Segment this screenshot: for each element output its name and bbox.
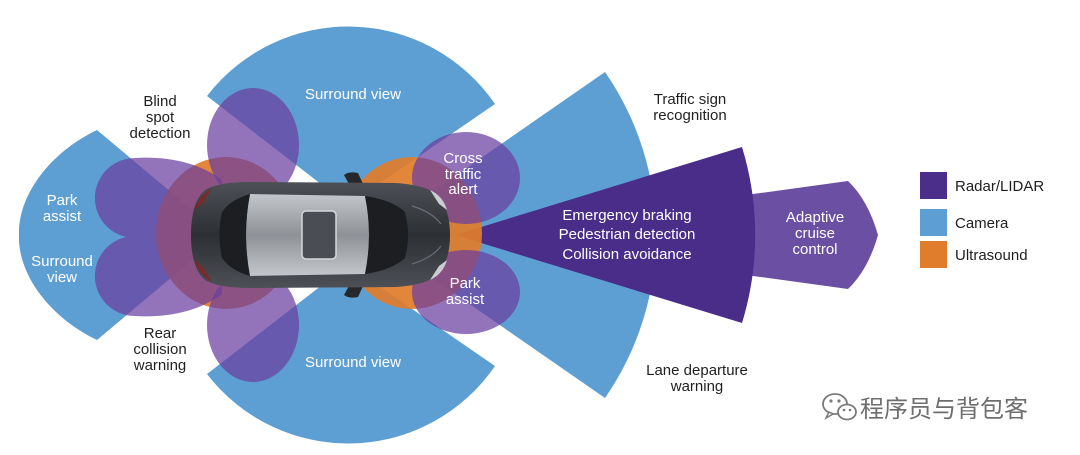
radar-rear-lobes xyxy=(94,157,222,317)
emergency-braking-label: Emergency braking xyxy=(562,207,691,224)
watermark: 程序员与背包客 xyxy=(822,393,1028,423)
watermark-text: 程序员与背包客 xyxy=(860,396,1028,423)
rear-surround-view-label: Surround xyxy=(31,253,93,270)
taillight-left xyxy=(195,188,212,210)
collision-avoidance-label: Collision avoidance xyxy=(562,246,691,263)
coverage-labels: Blind spot detection Park assist Surroun… xyxy=(31,86,844,395)
hood-crease xyxy=(411,245,442,265)
pedestrian-detection-label: Pedestrian detection xyxy=(559,226,696,243)
camera-top-fan xyxy=(207,26,495,205)
rear-surround-view-label: view xyxy=(47,269,77,286)
headlight-right xyxy=(430,260,447,280)
legend-swatch-ultrasound xyxy=(920,241,947,268)
hood-crease xyxy=(411,205,442,225)
radar-long-range xyxy=(455,147,878,323)
lane-departure-label: warning xyxy=(670,378,724,395)
cross-traffic-label: Cross xyxy=(443,150,482,167)
legend: Radar/LIDAR Camera Ultrasound xyxy=(920,172,1044,268)
legend-swatch-radar xyxy=(920,172,947,199)
wechat-icon xyxy=(822,393,857,421)
top-surround-view-label: Surround view xyxy=(305,86,401,103)
windshield xyxy=(365,196,408,274)
cross-traffic-label: alert xyxy=(448,181,478,198)
legend-label-ultrasound: Ultrasound xyxy=(955,247,1028,264)
legend-label-radar: Radar/LIDAR xyxy=(955,178,1044,195)
adaptive-cruise-label: control xyxy=(792,241,837,258)
bottom-surround-view-label: Surround view xyxy=(305,354,401,371)
radar-emergency-braking-zone xyxy=(455,147,756,323)
legend-label-camera: Camera xyxy=(955,215,1009,232)
rear-collision-label: collision xyxy=(133,341,186,358)
sunroof xyxy=(301,210,337,260)
radar-rear-collision-lobe xyxy=(207,268,299,382)
legend-swatch-camera xyxy=(920,209,947,236)
blind-spot-label: Blind xyxy=(143,93,176,110)
adaptive-cruise-label: cruise xyxy=(795,225,835,242)
front-park-assist-label: assist xyxy=(446,291,485,308)
blind-spot-label: detection xyxy=(130,125,191,142)
right-mirror xyxy=(344,284,364,298)
taillight-right xyxy=(195,260,212,282)
adaptive-cruise-label: Adaptive xyxy=(786,209,844,226)
blind-spot-label: spot xyxy=(146,109,175,126)
radar-blind-spot-lobe xyxy=(207,88,299,202)
front-park-assist-label: Park xyxy=(450,275,481,292)
left-mirror xyxy=(344,172,364,186)
camera-bottom-fan xyxy=(207,265,495,444)
rear-collision-label: Rear xyxy=(144,325,177,342)
rear-window xyxy=(219,194,250,276)
traffic-sign-label: Traffic sign xyxy=(654,91,727,108)
lane-departure-label: Lane departure xyxy=(646,362,748,379)
headlight-left xyxy=(430,190,447,210)
car xyxy=(191,172,450,298)
cross-traffic-label: traffic xyxy=(445,166,482,183)
rear-park-assist-label: Park xyxy=(47,192,78,209)
rear-park-assist-label: assist xyxy=(43,208,82,225)
rear-collision-label: warning xyxy=(133,357,187,374)
traffic-sign-label: recognition xyxy=(653,107,726,124)
